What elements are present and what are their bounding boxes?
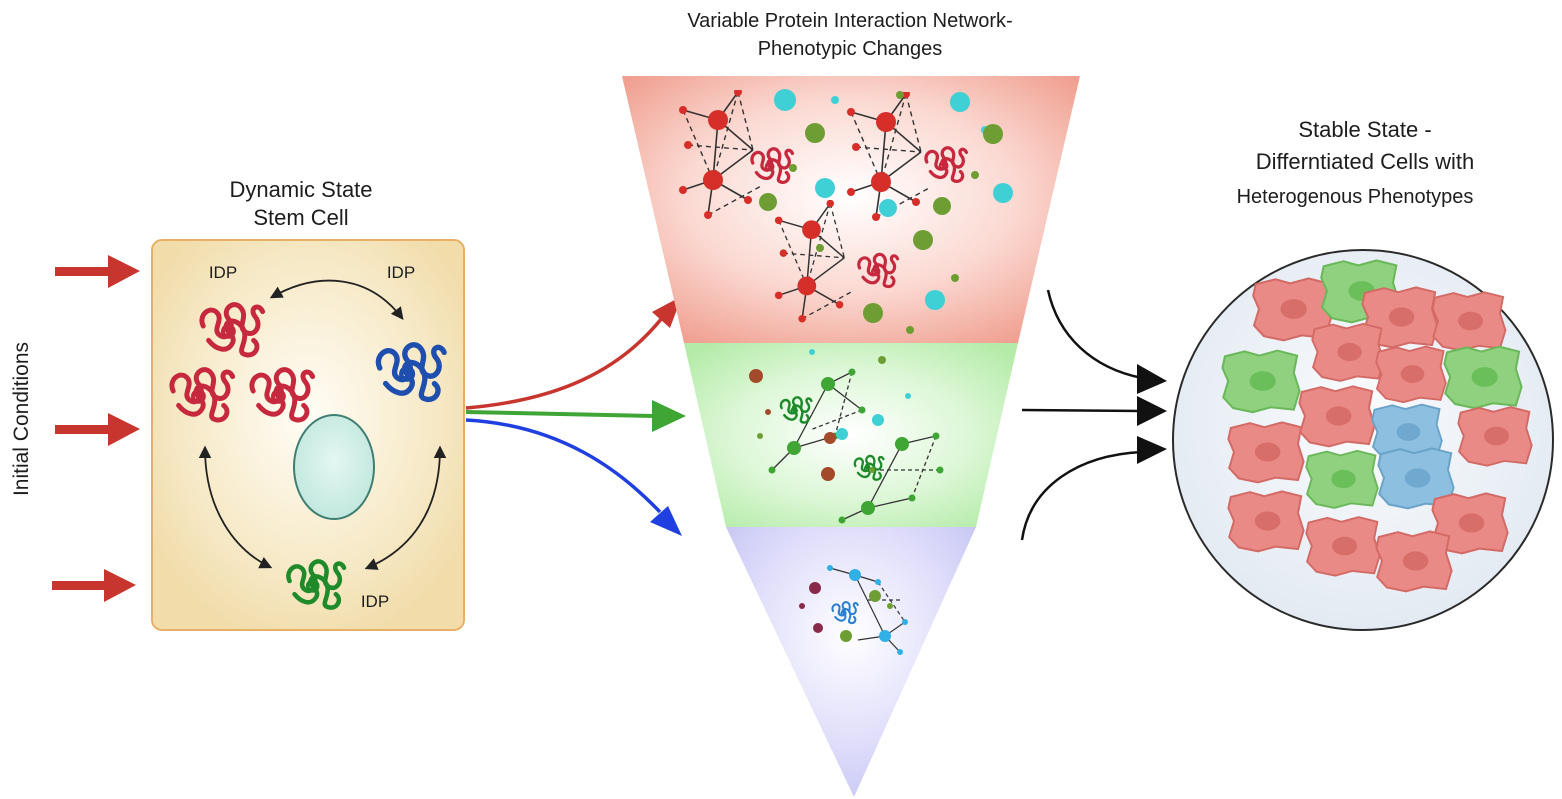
- cell-red: [1375, 530, 1453, 593]
- funnel-red-zone: [622, 76, 1080, 343]
- funnel-blue-zone: [726, 527, 976, 797]
- input-arrow-top: [55, 255, 140, 288]
- cell-green: [1221, 349, 1301, 414]
- network-title-line1: Variable Protein Interaction Network-: [687, 10, 1013, 32]
- cell-red: [1227, 490, 1305, 553]
- initial-conditions-arrows: [52, 255, 140, 602]
- initial-conditions-text: Initial Conditions: [10, 341, 33, 497]
- cell-red: [1311, 322, 1385, 382]
- stable-state-title-line3: Heterogenous Phenotypes: [1236, 186, 1474, 208]
- input-arrow-middle: [55, 413, 140, 446]
- idp-label-bottom: IDP: [360, 592, 390, 611]
- interaction-funnel: [622, 76, 1080, 797]
- cell-red: [1431, 291, 1507, 352]
- cell-red: [1298, 385, 1376, 448]
- network-title-line2: Phenotypic Changes: [757, 38, 943, 60]
- cell-red: [1227, 421, 1305, 484]
- network-green: [771, 371, 940, 521]
- convergence-arrows: [1020, 289, 1143, 541]
- stable-state-title-line2: Differntiated Cells with: [1255, 149, 1475, 174]
- cell-green: [1443, 345, 1523, 410]
- cycle-arrows: [198, 279, 447, 570]
- cell-dish: [1172, 249, 1554, 631]
- network-green-nodes: [768, 368, 944, 524]
- stem-cell-title-line1: Dynamic State: [229, 177, 373, 202]
- idp-label-top-right: IDP: [386, 263, 416, 282]
- stem-cell: [151, 239, 465, 631]
- input-arrow-bottom: [52, 569, 136, 602]
- cell-red: [1457, 406, 1533, 467]
- stable-state-title-line1: Stable State -: [1298, 117, 1432, 142]
- network-red: [678, 89, 1013, 334]
- nucleus: [293, 414, 375, 520]
- pathway-arrows: [465, 296, 686, 536]
- funnel-green-zone: [684, 343, 1018, 527]
- cell-red: [1375, 345, 1447, 404]
- idp-label-top-left: IDP: [208, 263, 238, 282]
- cell-red: [1305, 516, 1381, 577]
- stem-cell-title-line2: Stem Cell: [253, 205, 349, 230]
- cell-green: [1305, 449, 1379, 509]
